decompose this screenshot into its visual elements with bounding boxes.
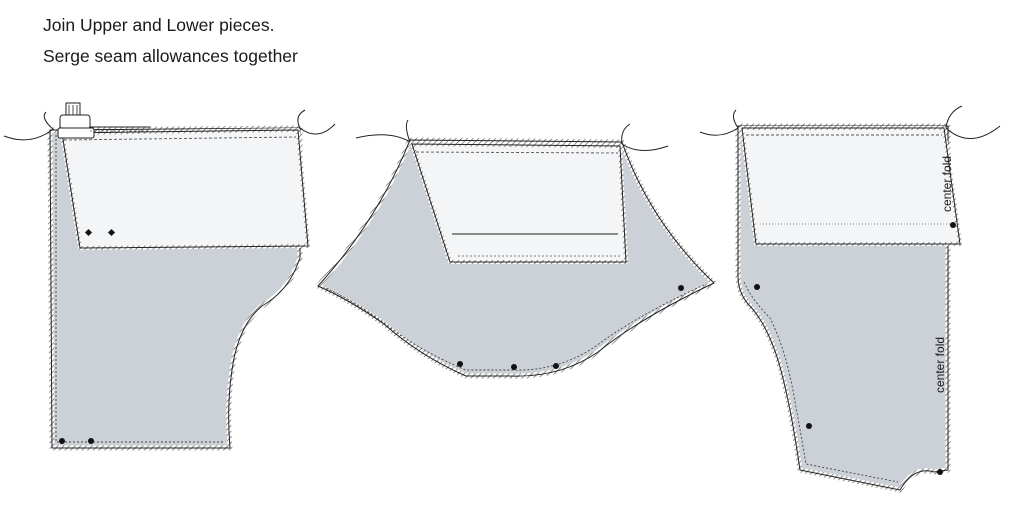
notch-dot-3 xyxy=(457,361,463,367)
instruction-line-1: Join Upper and Lower pieces. xyxy=(43,15,275,35)
thread-middle-b xyxy=(405,119,411,143)
thread-left-c xyxy=(299,123,336,135)
notch-dot-9 xyxy=(806,423,812,429)
notch-dot-6 xyxy=(678,285,684,291)
notch-dot-5 xyxy=(553,363,559,369)
thread-middle-d xyxy=(621,123,631,145)
presser-foot-icon xyxy=(57,102,150,139)
thread-right-d xyxy=(945,105,963,129)
thread-left-d xyxy=(297,109,306,129)
right-upper-piece xyxy=(740,126,962,246)
thread-right-c xyxy=(945,125,1001,139)
notch-dot-10 xyxy=(937,469,943,475)
instruction-line-2: Serge seam allowances together xyxy=(43,46,298,66)
notch-dot-2 xyxy=(88,438,94,444)
left-piece xyxy=(3,102,336,451)
thread-middle-c xyxy=(621,143,669,151)
left-upper-piece xyxy=(60,128,310,250)
thread-right-a xyxy=(699,127,739,136)
diamond-mark-1 xyxy=(84,228,93,237)
thread-middle-a xyxy=(355,134,411,143)
center-fold-label-upper: center fold xyxy=(940,156,954,212)
notch-dot-8 xyxy=(754,284,760,290)
thread-left-a xyxy=(3,129,53,141)
notch-dot-4 xyxy=(511,364,517,370)
center-fold-label-lower: center fold xyxy=(933,337,947,393)
notch-dot-1 xyxy=(59,438,65,444)
instructions: Join Upper and Lower pieces. Serge seam … xyxy=(43,10,298,72)
middle-piece xyxy=(315,119,717,379)
notch-dot-7 xyxy=(950,222,956,228)
right-piece: center fold center fold xyxy=(699,105,1001,493)
thread-left-b xyxy=(43,111,55,131)
thread-right-b xyxy=(732,109,739,129)
diamond-mark-2 xyxy=(107,228,116,237)
